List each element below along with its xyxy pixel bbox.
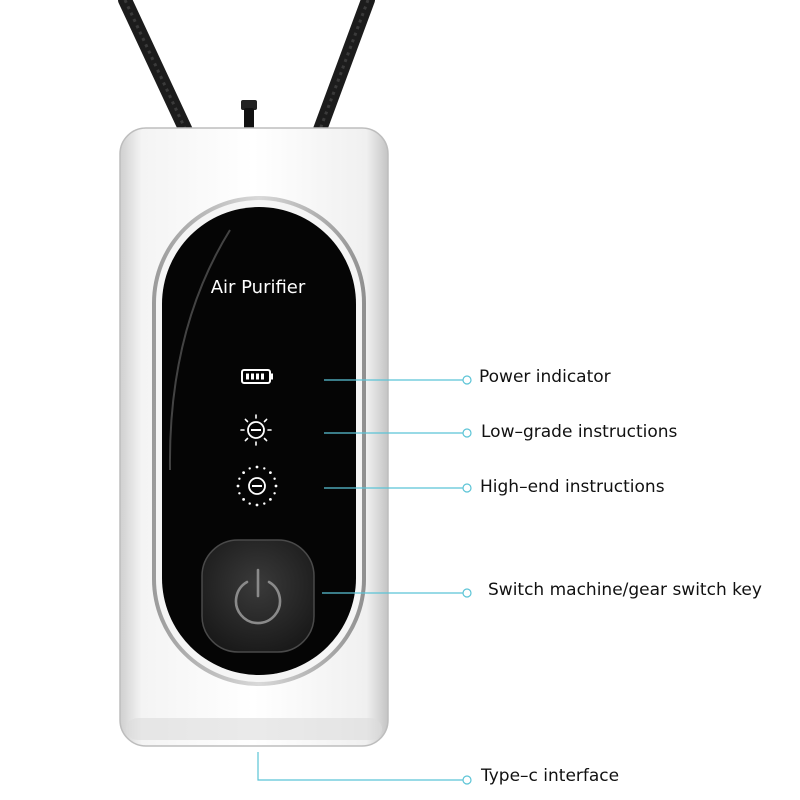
neck-cord xyxy=(118,0,375,142)
power-icon xyxy=(234,568,282,625)
callout-switch-key: Switch machine/gear switch key xyxy=(488,580,762,600)
device-title: Air Purifier xyxy=(210,277,306,298)
low-gear-icon xyxy=(240,414,272,446)
callout-type-c: Type–c interface xyxy=(481,766,620,786)
callout-high-end: High–end instructions xyxy=(480,477,665,497)
callout-power-indicator: Power indicator xyxy=(479,367,611,387)
leader-lines xyxy=(257,375,472,785)
battery-icon xyxy=(241,369,273,384)
callout-low-grade: Low–grade instructions xyxy=(481,422,678,442)
power-button[interactable] xyxy=(201,539,315,653)
high-gear-icon xyxy=(236,465,278,507)
